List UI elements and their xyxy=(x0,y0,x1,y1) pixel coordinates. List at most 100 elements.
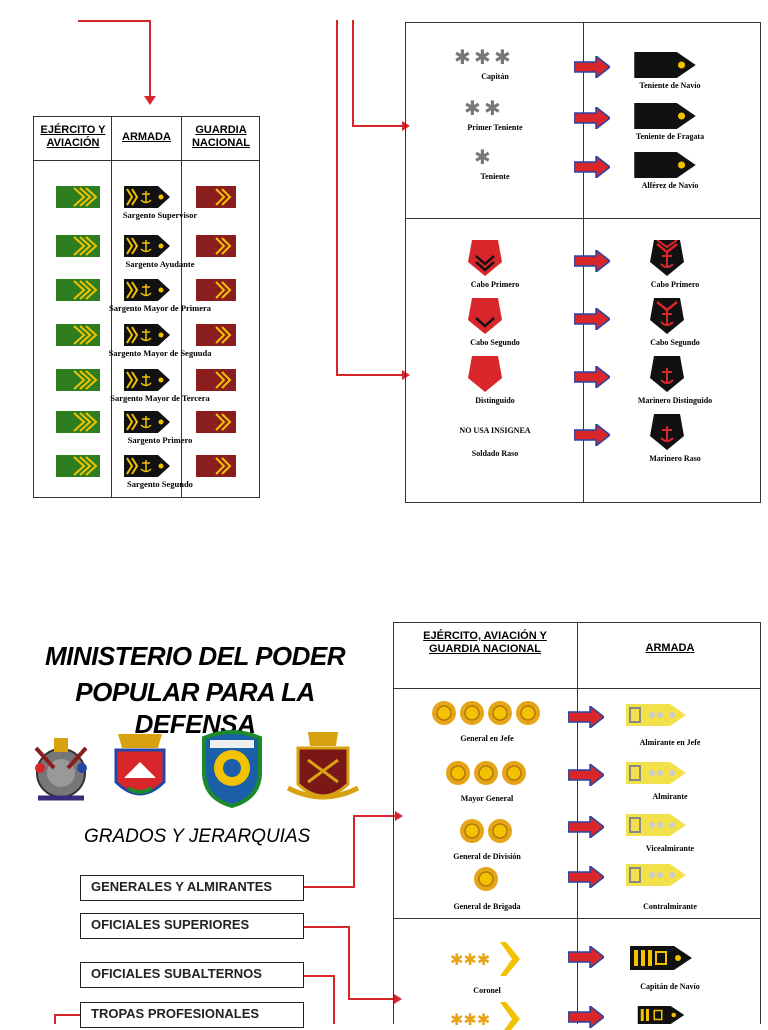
army-sergeant-insignia-icon xyxy=(56,324,100,346)
table-divider xyxy=(33,160,260,161)
connector-line xyxy=(348,926,350,1000)
svg-text:✱✱✱: ✱✱✱ xyxy=(450,1012,490,1029)
sun-insignia-icon xyxy=(474,867,498,891)
connector-line xyxy=(348,998,396,1000)
sergeant-rank-label: Sargento Mayor de Tercera xyxy=(110,393,210,403)
navy-officer-insignia-icon xyxy=(637,1006,685,1024)
connector-line xyxy=(304,975,334,977)
army-sergeant-insignia-icon xyxy=(56,455,100,477)
colonel-insignia-icon: ✱✱✱ xyxy=(450,1002,520,1030)
arrow-right-icon xyxy=(568,1006,604,1028)
no-insignia-label: NO USA INSIGNEA xyxy=(459,426,531,435)
connector-line xyxy=(149,20,151,100)
guard-sergeant-insignia-icon xyxy=(196,324,236,346)
table-divider xyxy=(405,218,761,219)
navy-sergeant-insignia-icon xyxy=(124,455,170,477)
sergeant-rank-label: Sargento Segundo xyxy=(127,479,193,489)
sun-insignia-icon xyxy=(502,761,526,785)
guard-sergeant-insignia-icon xyxy=(196,279,236,301)
navy-officer-rank-label: Teniente de Navío xyxy=(639,81,701,90)
navy-sergeant-insignia-icon xyxy=(124,235,170,257)
admiral-shoulder-board-icon xyxy=(626,762,686,784)
category-generales: GENERALES Y ALMIRANTES xyxy=(80,875,304,901)
navy-captain-insignia-icon xyxy=(630,946,692,970)
admiral-shoulder-board-icon xyxy=(626,704,686,726)
star-icon: ✱ xyxy=(454,47,471,69)
category-oficiales-superiores: OFICIALES SUPERIORES xyxy=(80,913,304,939)
table-divider xyxy=(111,116,112,498)
connector-line xyxy=(333,975,335,1024)
arrow-right-icon xyxy=(568,866,604,888)
army-sergeant-insignia-icon xyxy=(56,279,100,301)
arrow-right-icon xyxy=(568,706,604,728)
navy-emblem-icon xyxy=(114,734,166,796)
category-tropas-profesionales: TROPAS PROFESIONALES xyxy=(80,1002,304,1028)
colonel-insignia-icon: ✱✱✱ xyxy=(450,942,520,976)
guard-sergeant-insignia-icon xyxy=(196,235,236,257)
navy-officer-insignia-icon xyxy=(634,152,696,178)
sun-insignia-icon xyxy=(474,761,498,785)
sun-insignia-icon xyxy=(446,761,470,785)
arrow-right-icon xyxy=(574,250,610,272)
guard-sergeant-insignia-icon xyxy=(196,455,236,477)
arrow-right-icon xyxy=(568,946,604,968)
general-rank-label: General en Jefe xyxy=(460,734,514,743)
army-sergeant-insignia-icon xyxy=(56,369,100,391)
connector-line xyxy=(336,20,338,375)
arrow-right-icon xyxy=(574,308,610,330)
arrow-right-icon xyxy=(574,156,610,178)
army-corporal-insignia-icon xyxy=(468,298,502,334)
navy-officer-insignia-icon xyxy=(634,103,696,129)
arrow-right-icon xyxy=(574,366,610,388)
army-corporal-insignia-icon xyxy=(468,356,502,392)
navy-sailor-insignia-icon xyxy=(650,356,684,392)
connector-line xyxy=(78,20,150,22)
navy-sailor-rank-label: Marinero Raso xyxy=(649,454,701,463)
navy-officer-insignia-icon xyxy=(634,52,696,78)
sergeant-rank-label: Sargento Mayor de Seguuda xyxy=(108,348,212,358)
arrow-right-icon xyxy=(568,764,604,786)
navy-sergeant-insignia-icon xyxy=(124,324,170,346)
arrow-right-icon xyxy=(574,56,610,78)
navy-sailor-rank-label: Cabo Primero xyxy=(650,280,700,289)
sun-insignia-icon xyxy=(488,701,512,725)
navy-sergeant-insignia-icon xyxy=(124,411,170,433)
guard-sergeant-insignia-icon xyxy=(196,411,236,433)
general-rank-label: Mayor General xyxy=(460,794,514,803)
admiral-rank-label: Vicealmirante xyxy=(645,844,695,853)
ministry-title-line2: POPULAR PARA LA DEFENSA xyxy=(75,677,315,739)
connector-line xyxy=(353,815,355,888)
header-guardia-nacional: GUARDIA NACIONAL xyxy=(191,124,251,149)
header-ejercito-aviacion-gn: EJÉRCITO, AVIACIÓN Y GUARDIA NACIONAL xyxy=(423,630,547,655)
officer-rank-label: Primer Teniente xyxy=(467,123,523,132)
arrow-head-right xyxy=(395,811,403,821)
navy-sailor-insignia-icon xyxy=(650,414,684,450)
admiral-shoulder-board-icon xyxy=(626,814,686,836)
connector-line xyxy=(54,1014,80,1016)
sergeant-rank-label: Sargento Supervisor xyxy=(122,210,198,220)
ministry-title-line1: MINISTERIO DEL PODER xyxy=(44,641,346,671)
national-guard-emblem-icon xyxy=(202,730,262,808)
sun-insignia-icon xyxy=(460,819,484,843)
connector-line xyxy=(353,815,397,817)
connector-line xyxy=(352,20,354,126)
arrow-right-icon xyxy=(568,816,604,838)
connector-line xyxy=(336,374,404,376)
arrow-head-right xyxy=(402,121,410,131)
navy-sergeant-insignia-icon xyxy=(124,186,170,208)
army-sergeant-insignia-icon xyxy=(56,235,100,257)
arrow-right-icon xyxy=(574,107,610,129)
navy-captain-rank-label: Capitán de Navío xyxy=(640,982,700,991)
officer-rank-label: Teniente xyxy=(480,172,510,181)
army-corporal-insignia-icon xyxy=(468,240,502,276)
army-emblem-icon xyxy=(34,738,88,801)
army-sergeant-insignia-icon xyxy=(56,411,100,433)
sun-insignia-icon xyxy=(460,701,484,725)
general-rank-label: General de División xyxy=(453,852,521,861)
header-ejercito-aviacion: EJÉRCITO Y AVIACIÓN xyxy=(40,124,106,149)
navy-officer-rank-label: Teniente de Fragata xyxy=(635,132,705,141)
officer-rank-label: Capitán xyxy=(481,72,509,81)
sun-insignia-icon xyxy=(516,701,540,725)
army-sergeant-insignia-icon xyxy=(56,186,100,208)
navy-sailor-rank-label: Cabo Segundo xyxy=(650,338,700,347)
